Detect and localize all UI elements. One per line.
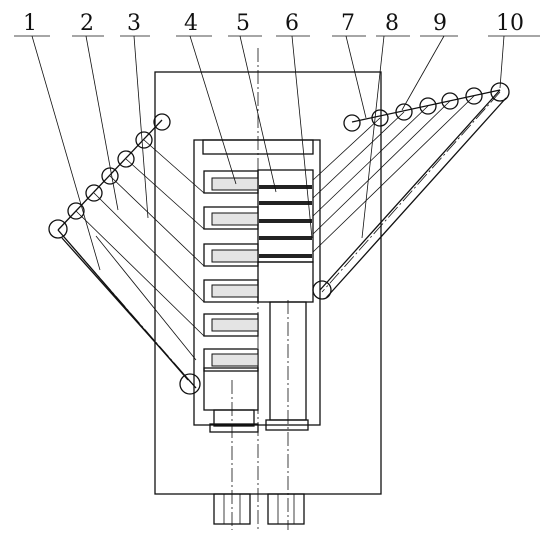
part-label-2: 2 [80,11,94,36]
right-pad-stack [257,169,314,431]
part-label-4: 4 [184,11,198,36]
part-label-3: 3 [127,11,141,36]
part-label-7: 7 [341,11,355,36]
part-label-6: 6 [285,11,299,36]
part-label-8: 8 [385,11,399,36]
part-label-1: 1 [23,11,37,36]
leader-lines [14,35,540,271]
part-labels: 1 2 3 4 5 6 7 8 9 10 [23,11,524,36]
machine-frame [154,71,382,495]
part-label-10: 10 [496,11,524,36]
part-label-9: 9 [433,11,447,36]
center-lines [231,48,289,530]
part-label-5: 5 [236,11,250,36]
left-linkage-rods [75,139,205,337]
right-linkage-rods [312,95,475,253]
right-conveyor-arm [312,82,510,300]
bottom-shafts [213,493,305,525]
left-conveyor-arm [48,113,201,395]
left-pad-stack [203,170,259,433]
